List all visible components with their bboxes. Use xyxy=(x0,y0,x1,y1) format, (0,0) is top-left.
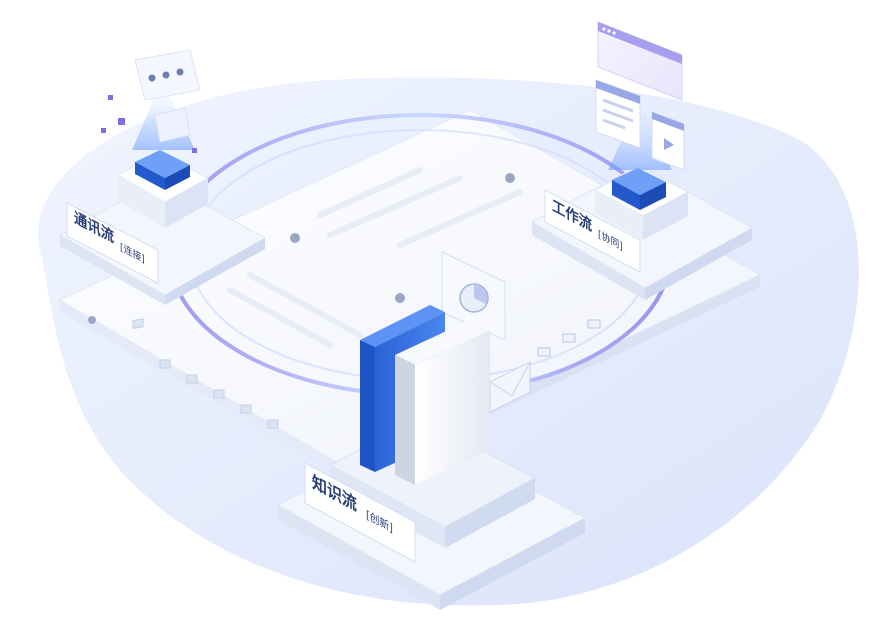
chat-bubble-icon xyxy=(134,49,201,101)
knowledge-node: 知识流 [创新] xyxy=(276,305,587,610)
work-node: 工作流 [协同] xyxy=(530,21,754,300)
video-window-icon xyxy=(651,111,685,171)
window-panel-icon xyxy=(597,21,683,101)
chart-card xyxy=(441,251,506,341)
book-stack-icon xyxy=(360,305,490,485)
communication-node: 通讯流 [连接] xyxy=(58,49,267,305)
document-window-icon xyxy=(595,79,641,149)
